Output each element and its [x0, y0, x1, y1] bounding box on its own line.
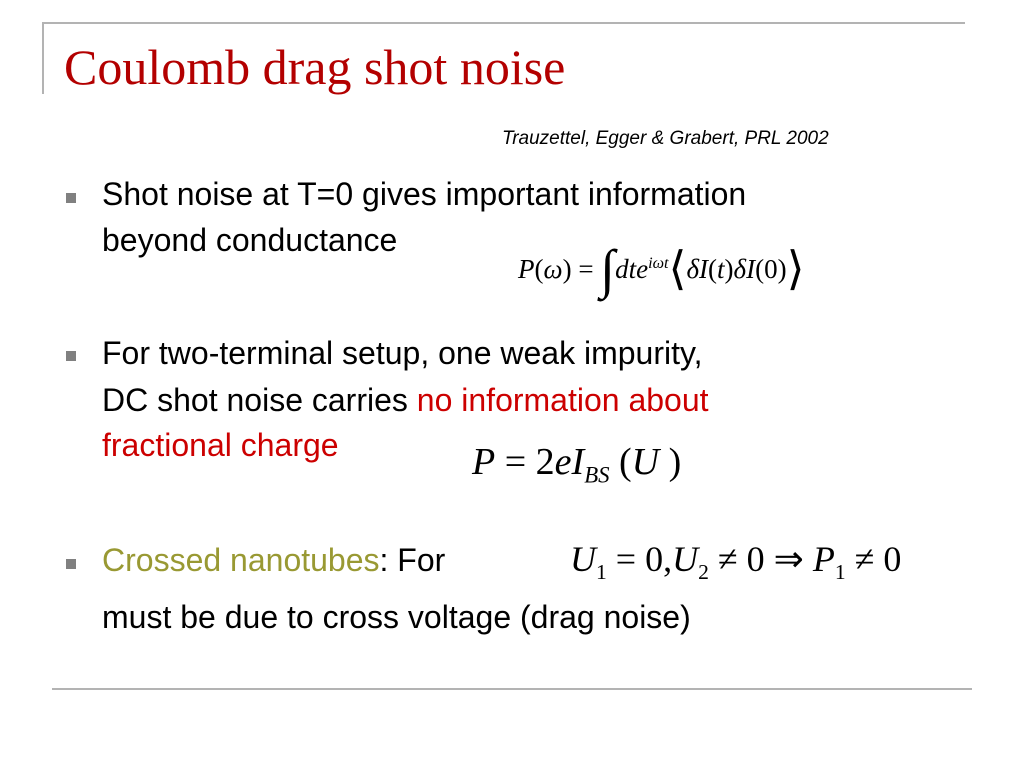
- bullet-2-line-1: For two-terminal setup, one weak impurit…: [102, 335, 703, 371]
- frame-bottom-line: [52, 688, 972, 690]
- formula-shot-noise: P = 2eIBS (U ): [472, 441, 682, 488]
- formula-drag-condition: U1 = 0,U2 ≠ 0 ⇒ P1 ≠ 0: [570, 539, 902, 585]
- bullet-2-emphasis: no information about: [416, 382, 709, 418]
- bullet-3-line-2: must be due to cross voltage (drag noise…: [102, 599, 691, 635]
- bullet-2-text: DC shot noise carries: [102, 382, 417, 418]
- bullet-2-line-3: fractional charge: [102, 427, 339, 463]
- formula-noise-spectrum: P(ω) = ∫dteiωt⟨δI(t)δI(0)⟩: [518, 239, 805, 299]
- frame-top-line: [42, 22, 965, 24]
- frame-left-line: [42, 22, 44, 94]
- bullet-square-icon: [66, 559, 76, 569]
- bullet-square-icon: [66, 193, 76, 203]
- citation: Trauzettel, Egger & Grabert, PRL 2002: [502, 128, 829, 149]
- bullet-square-icon: [66, 351, 76, 361]
- bullet-3-highlight: Crossed nanotubes: [102, 542, 380, 578]
- bullet-1-line-2: beyond conductance: [102, 222, 398, 258]
- bullet-3-text: : For: [379, 542, 446, 578]
- slide-title: Coulomb drag shot noise: [64, 39, 566, 95]
- bullet-1-line-1: Shot noise at T=0 gives important inform…: [102, 176, 747, 212]
- bullet-2-line-2: DC shot noise carries no information abo…: [102, 380, 709, 420]
- bullet-3-line-1: Crossed nanotubes: For: [102, 540, 445, 580]
